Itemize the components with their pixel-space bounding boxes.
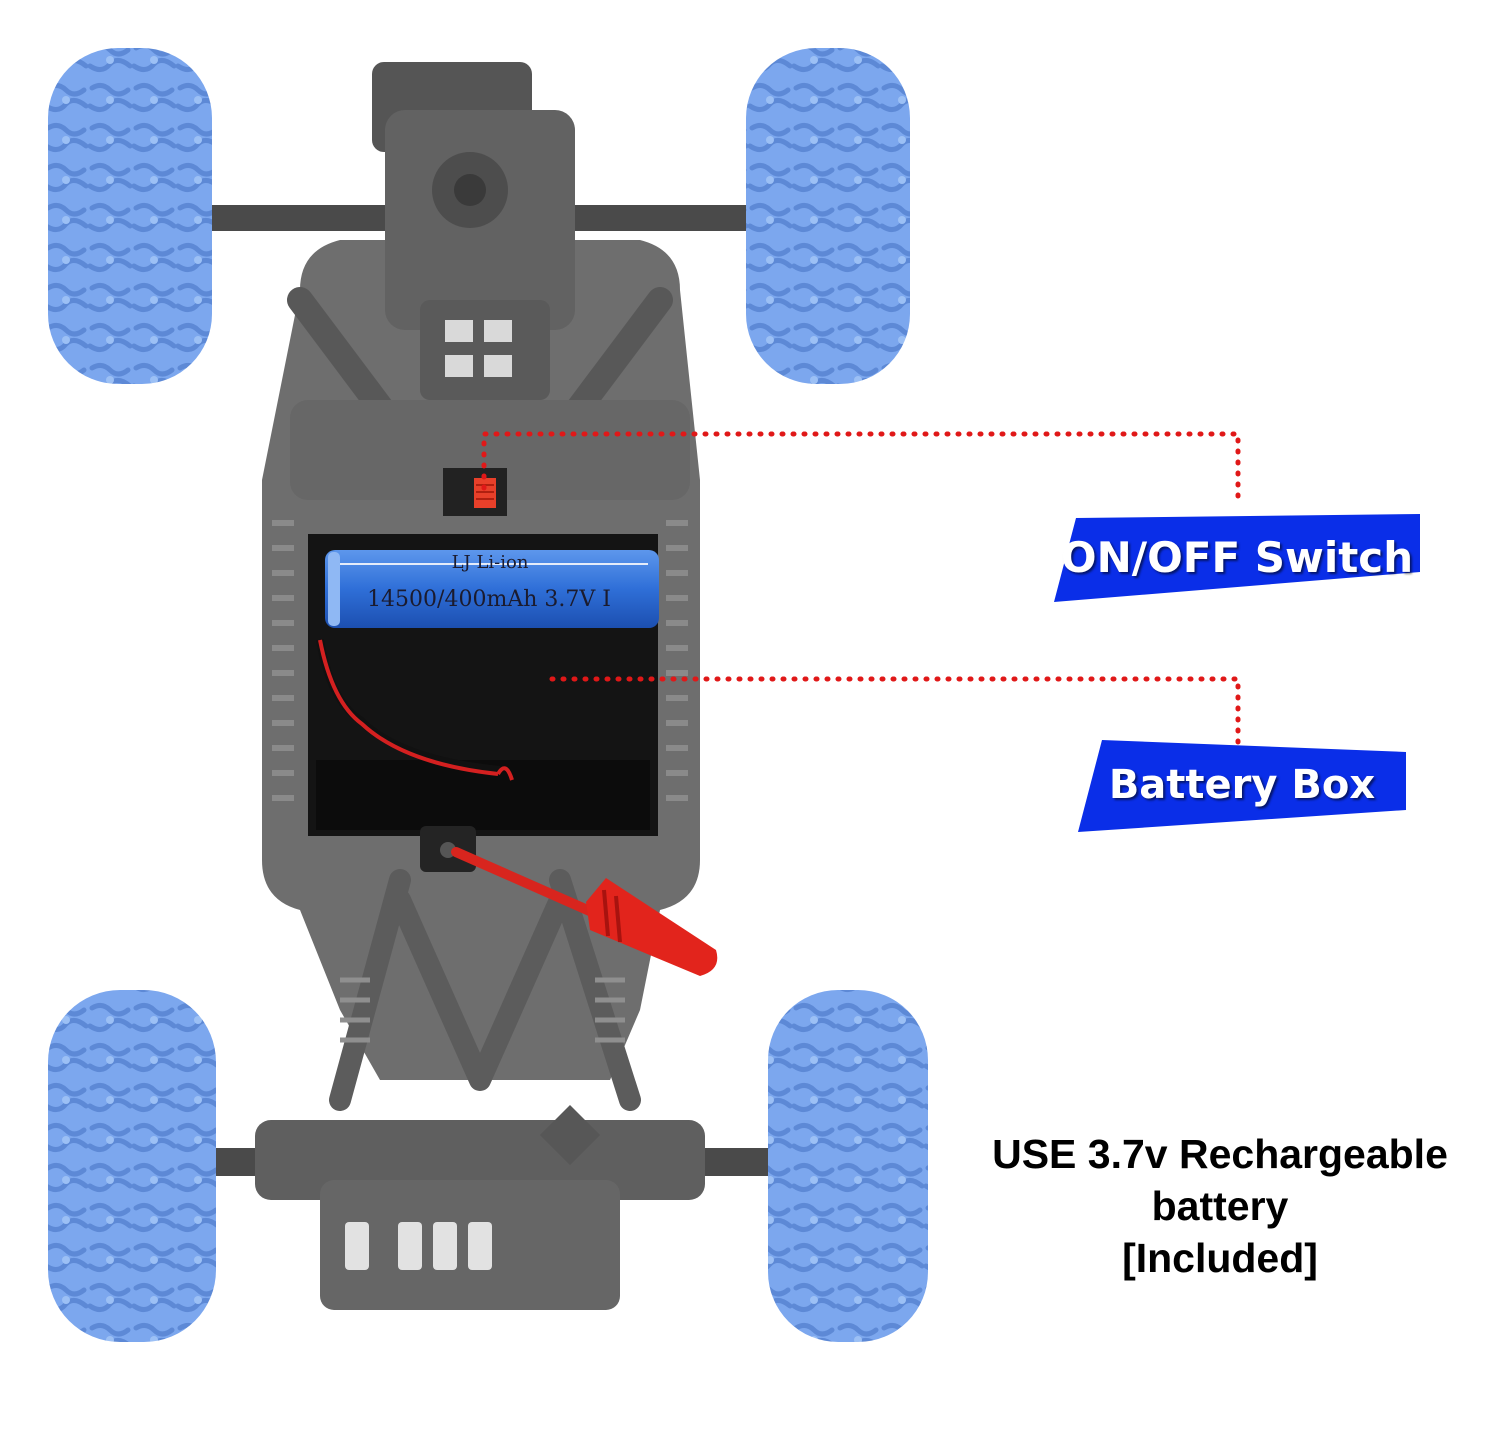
battery-cell-brand: LJ Li-ion [452,552,529,573]
tire-front-left [48,48,212,384]
tire-rear-left [48,990,216,1342]
switch-label-banner: ON/OFF Switch [1054,512,1420,602]
battery-note-line-1: USE 3.7v Rechargeable [992,1131,1448,1177]
switch-label: ON/OFF Switch [1060,532,1414,582]
switch-leader-line [481,431,1241,503]
battery-note-line-3: [Included] [1122,1235,1318,1281]
power-switch [443,468,507,516]
switch-banner-shape [1054,514,1420,602]
screwdriver-icon [451,847,718,976]
battery-cell-spec: 14500/400mAh 3.7V I [367,587,611,612]
battery-cell: LJ Li-ion 14500/400mAh 3.7V I [325,550,659,628]
battery-box-label-banner: Battery Box [1078,738,1406,832]
battery-note: USE 3.7v Rechargeable battery [Included] [930,1128,1500,1284]
tire-front-right [746,48,910,384]
battery-note-line-2: battery [1151,1183,1289,1229]
battery-leader-line [549,676,1241,747]
battery-box-label: Battery Box [1108,762,1376,808]
battery-banner-shape [1078,740,1406,832]
tire-rear-right [768,990,928,1342]
